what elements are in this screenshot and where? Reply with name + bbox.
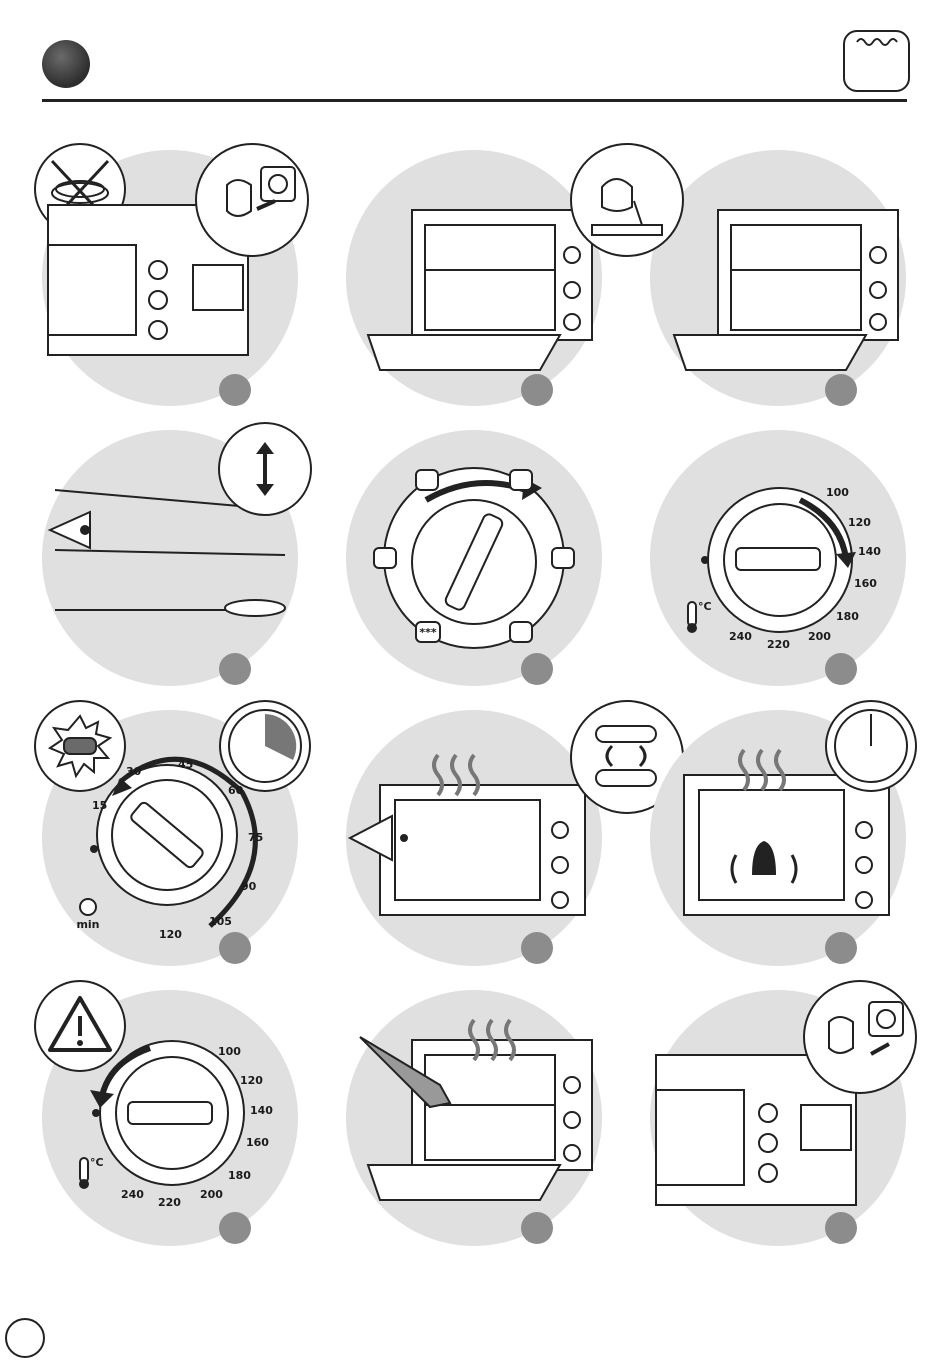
temp-label-100: 100 [826,486,849,499]
timer-unit: min [76,918,99,931]
step-marker-12 [825,1212,857,1244]
off-temp-label-120: 120 [240,1074,263,1087]
off-temp-label-160: 160 [246,1136,269,1149]
timer-label-60: 60 [228,784,244,797]
off-temp-label-200: 200 [200,1188,223,1201]
eye-check-icon [346,808,412,868]
timer-dial-icon: 15 30 45 60 75 90 105 120 min [42,710,298,966]
off-temp-label-100: 100 [218,1045,241,1058]
top-heat-mode-icon [843,30,910,92]
temp-label-200: 200 [808,630,831,643]
timer-label-90: 90 [241,880,257,893]
page-number-circle [5,1318,45,1358]
mode-symbol: *** [419,626,437,639]
step-marker-9 [825,932,857,964]
timer-label-120: 120 [159,928,182,941]
step-marker-4 [219,653,251,685]
clock-full-icon [825,700,917,792]
timer-label-75: 75 [248,831,263,844]
step-marker-5 [521,653,553,685]
step-marker-3 [825,374,857,406]
timer-label-30: 30 [126,765,142,778]
timer-label-15: 15 [92,799,107,812]
mode-dial-icon: *** [346,430,602,686]
oven-open-door-rack [350,200,600,400]
temperature-dial-icon: 100 120 140 160 180 200 220 240 °C [650,430,906,686]
step-marker-7 [219,932,251,964]
timer-label-45: 45 [178,758,193,771]
header-bullet-icon [42,40,90,88]
step-marker-8 [521,932,553,964]
off-temp-label-180: 180 [228,1169,251,1182]
temp-label-220: 220 [767,638,790,651]
rack-height-icon [218,422,312,516]
step-marker-2 [521,374,553,406]
temp-label-140: 140 [858,545,881,558]
oven-open-door-tray [656,200,906,400]
temp-label-240: 240 [729,630,752,643]
step-marker-11 [521,1212,553,1244]
temp-label-180: 180 [836,610,859,623]
temp-label-160: 160 [854,577,877,590]
off-temp-unit: °C [90,1156,104,1169]
step-marker-6 [825,653,857,685]
step-marker-1 [219,374,251,406]
step-marker-10 [219,1212,251,1244]
temperature-dial-off: 100 120 140 160 180 200 220 240 °C [42,990,298,1246]
off-temp-label-220: 220 [158,1196,181,1209]
oven-remove-food [350,1015,600,1225]
off-temp-label-140: 140 [250,1104,273,1117]
temp-label-120: 120 [848,516,871,529]
temp-unit: °C [698,600,712,613]
header-rule [42,99,907,102]
plug-in-icon [195,143,309,257]
timer-label-105: 105 [209,915,232,928]
off-temp-label-240: 240 [121,1188,144,1201]
unplug-icon [803,980,917,1094]
